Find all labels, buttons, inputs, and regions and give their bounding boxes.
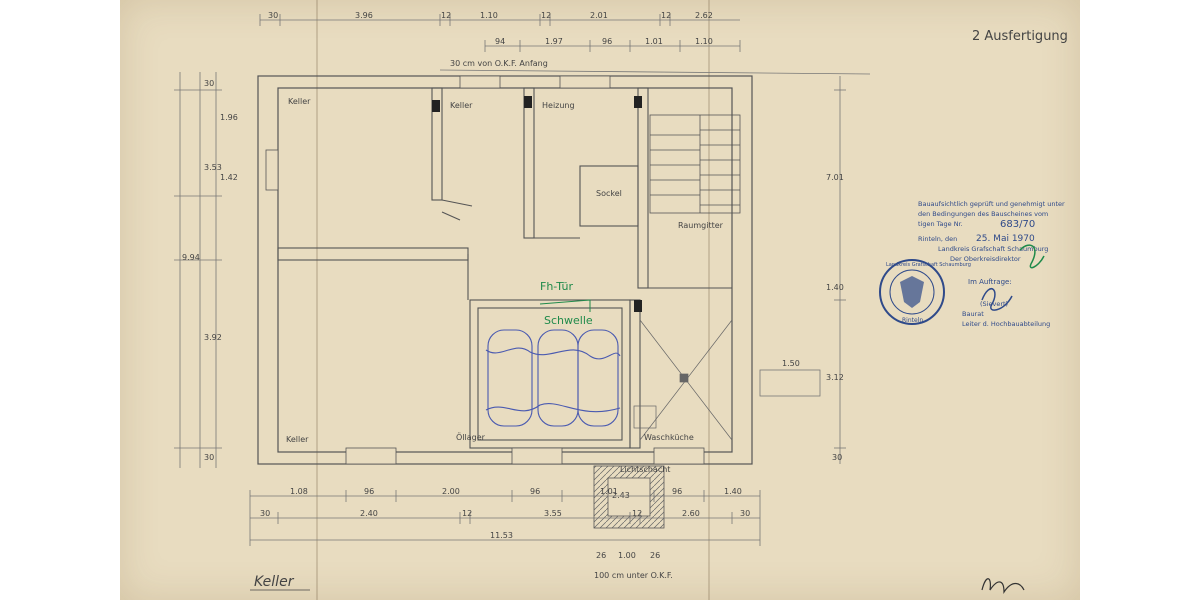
dim-label: 12	[441, 11, 451, 20]
paper-fold-left	[316, 0, 318, 600]
staircase	[649, 114, 741, 214]
dim-label: 1.97	[545, 37, 563, 46]
left-dimension-labels: 30 1.96 3.53 1.42 3.92 9.94 30	[182, 79, 238, 462]
shaft-width: 2.43	[612, 491, 630, 500]
room-keller-bottom-left: Keller	[286, 435, 309, 444]
plan-sheet: 2 Ausfertigung 30 3.96 12 1.10 12	[120, 0, 1080, 600]
dim-label: 1.40	[724, 487, 742, 496]
dim-label: 3.12	[826, 373, 844, 382]
dim-label: 96	[672, 487, 682, 496]
dim-label: 30	[832, 453, 842, 462]
dim-label: 30	[268, 11, 278, 20]
room-labels: Keller Keller Heizung Sockel Keller Ölla…	[286, 97, 724, 474]
dim-label: 30	[260, 509, 270, 518]
approval-date: 25. Mai 1970	[976, 234, 1035, 244]
dim-label: 30	[204, 453, 214, 462]
official-name: (Sievert)	[980, 300, 1008, 308]
oil-tanks	[485, 329, 621, 427]
dim-label: 1.42	[220, 173, 238, 182]
approval-place: Rinteln, den	[918, 235, 957, 243]
official-title-2: Leiter d. Hochbauabteilung	[962, 320, 1050, 328]
approval-line: Bauaufsichtlich geprüft und genehmigt un…	[918, 200, 1065, 208]
authority-line-1: Landkreis Grafschaft Schaumburg	[938, 245, 1048, 253]
dim-label: 1.01	[600, 487, 618, 496]
dim-label: 9.94	[182, 253, 200, 262]
waschkueche-drain	[633, 319, 733, 441]
bottom-dimension-chain	[249, 490, 761, 546]
dim-label: 12	[661, 11, 671, 20]
room-raumgitter: Raumgitter	[678, 221, 724, 230]
dim-label: 1.96	[220, 113, 238, 122]
dim-label: 1.08	[290, 487, 308, 496]
approval-number: 683/70	[1000, 219, 1035, 230]
dim-label: 2.40	[360, 509, 378, 518]
green-signature	[1019, 244, 1045, 269]
dim-label: 1.01	[645, 37, 663, 46]
room-keller-top-mid: Keller	[450, 101, 473, 110]
room-sockel: Sockel	[596, 189, 622, 198]
copy-label: 2 Ausfertigung	[972, 29, 1068, 44]
top-dimension-chain	[259, 14, 741, 52]
dim-label: 2.01	[590, 11, 608, 20]
dim-label: 30	[740, 509, 750, 518]
room-waschkueche: Waschküche	[644, 433, 694, 442]
dim-label: 26	[650, 551, 660, 560]
green-threshold-note: Schwelle	[544, 314, 593, 327]
dim-label: 26	[596, 551, 606, 560]
approval-stamp: Bauaufsichtlich geprüft und genehmigt un…	[918, 200, 1065, 328]
dim-label: 2.00	[442, 487, 460, 496]
seal-top-text: Landkreis Grafschaft Schaumburg	[886, 262, 971, 268]
dim-label: 12	[462, 509, 472, 518]
dim-label: 96	[530, 487, 540, 496]
on-behalf: Im Auftrage:	[968, 278, 1012, 286]
dim-label: 2.60	[682, 509, 700, 518]
interior-walls	[277, 87, 732, 449]
dim-label: 1.00	[618, 551, 636, 560]
plan-title: Keller	[254, 574, 295, 590]
green-door-note: Fh-Tür	[540, 280, 573, 293]
dim-label: 30	[204, 79, 214, 88]
dim-label: 12	[632, 509, 642, 518]
dim-label: 12	[541, 11, 551, 20]
dim-label: 3.53	[204, 163, 222, 172]
dim-label: 1.10	[695, 37, 713, 46]
ceiling-note: 30 cm von O.K.F. Anfang	[450, 59, 548, 68]
room-heizung: Heizung	[542, 101, 575, 110]
approval-line: den Bedingungen des Bauscheines vom	[918, 210, 1048, 218]
dim-label: 1.10	[480, 11, 498, 20]
dim-label: 3.55	[544, 509, 562, 518]
dim-total: 11.53	[490, 531, 513, 540]
dim-label: 3.92	[204, 333, 222, 342]
windows	[265, 75, 705, 465]
right-dimension-chain	[759, 76, 846, 464]
dim-label: 7.01	[826, 173, 844, 182]
floor-plan-drawing: 2 Ausfertigung 30 3.96 12 1.10 12	[174, 11, 1068, 594]
dim-label: 96	[364, 487, 374, 496]
designer-signature	[981, 578, 1025, 594]
seal-bottom-text: Rinteln	[902, 317, 923, 324]
room-keller-top-left: Keller	[288, 97, 311, 106]
dim-label: 94	[495, 37, 505, 46]
dim-label: 1.50	[782, 359, 800, 368]
official-title-1: Baurat	[962, 310, 984, 318]
room-oellager: Öllager	[456, 432, 486, 442]
outer-walls	[257, 75, 753, 465]
approval-line: tigen Tage Nr.	[918, 220, 963, 228]
dim-label: 2.62	[695, 11, 713, 20]
dim-label: 3.96	[355, 11, 373, 20]
dim-label: 96	[602, 37, 612, 46]
right-dimension-labels: 7.01 1.40 1.50 3.12 30	[782, 173, 844, 462]
authority-line-2: Der Oberkreisdirektor	[950, 255, 1021, 263]
top-dimension-labels: 30 3.96 12 1.10 12 2.01 12 2.62 94 1.97 …	[268, 11, 713, 46]
dim-label: 1.40	[826, 283, 844, 292]
columns	[432, 96, 642, 312]
bottom-dimension-labels: 1.08 96 2.00 96 1.01 96 1.40 30 2.40 12 …	[260, 487, 750, 580]
official-seal: Landkreis Grafschaft Schaumburg Rinteln	[879, 259, 971, 325]
depth-note: 100 cm unter O.K.F.	[594, 571, 673, 580]
left-dimension-chain	[174, 72, 222, 468]
approval-signature	[981, 288, 1013, 311]
lichtschacht-label: Lichtschacht	[620, 465, 670, 474]
paper-fold-right	[708, 0, 710, 600]
